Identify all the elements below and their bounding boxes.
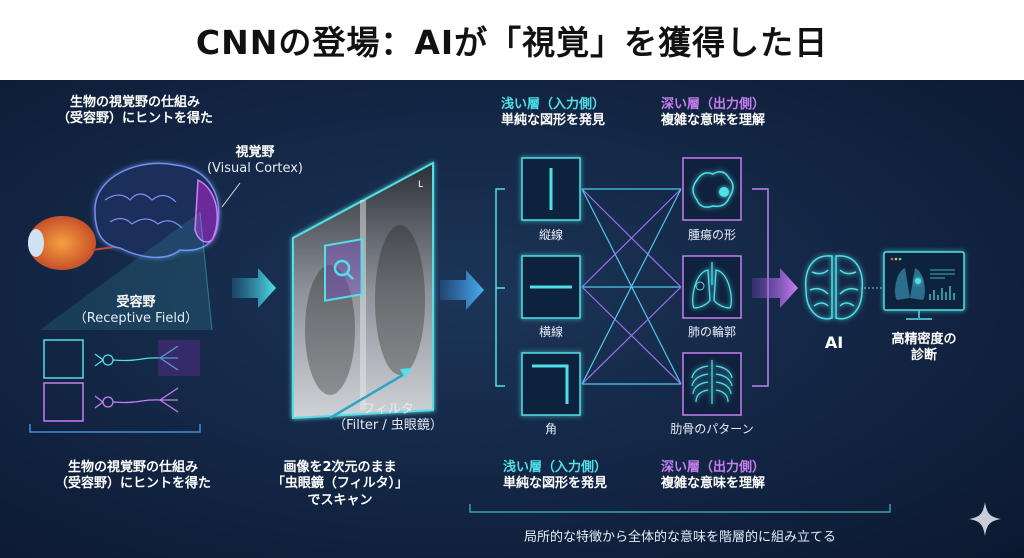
bottom-scan-text: 画像を2次元のまま「虫眼鏡（フィルタ）」でスキャン bbox=[271, 460, 409, 508]
shallow-box-vertical bbox=[521, 157, 581, 221]
connection-line bbox=[581, 286, 682, 385]
ai-label: AI bbox=[824, 333, 844, 352]
connection-line bbox=[581, 188, 682, 288]
filter-label: フィルタ（Filter / 虫眼鏡） bbox=[333, 402, 443, 434]
bottom-hint-text: 生物の視覚野の仕組み（受容野）にヒントを得た bbox=[54, 460, 212, 492]
deep-box-ribs bbox=[682, 352, 742, 416]
bottom-deep-text: 深い層（出力側）複雑な意味を理解 bbox=[660, 460, 766, 492]
feature-label: 角 bbox=[544, 422, 558, 436]
shallow-box-horizontal bbox=[521, 255, 581, 319]
connection-line bbox=[581, 188, 682, 385]
bottom-shallow-text: 浅い層（入力側）単純な図形を発見 bbox=[502, 460, 608, 492]
deep-layer-header: 深い層（出力側）複雑な意味を理解 bbox=[660, 97, 766, 129]
monitor-icon bbox=[883, 251, 965, 320]
neuron-icon bbox=[94, 340, 200, 413]
horizontal-receptor-box bbox=[43, 382, 84, 422]
feature-label: 肺の輪郭 bbox=[687, 325, 737, 339]
arrow-right-icon bbox=[440, 270, 484, 310]
scan-direction-arrow bbox=[329, 370, 409, 420]
feature-label: 腫瘍の形 bbox=[687, 228, 737, 242]
diagram-stage bbox=[0, 80, 1024, 558]
layer-connections bbox=[581, 188, 682, 385]
receptive-field-label: 受容野（Receptive Field） bbox=[73, 295, 199, 327]
magnifier-filter-box bbox=[324, 237, 363, 302]
arrow-right-icon bbox=[752, 268, 798, 308]
shallow-bracket bbox=[495, 188, 505, 387]
sparkle-icon bbox=[969, 502, 1001, 536]
page-title: CNNの登場：AIが「視覚」を獲得した日 bbox=[195, 23, 829, 62]
summary-text: 局所的な特徴から全体的な意味を階層的に組み立てる bbox=[523, 530, 837, 545]
feature-label: 縦線 bbox=[538, 228, 564, 242]
visual-cortex-label: 視覚野(Visual Cortex) bbox=[206, 145, 304, 177]
feature-label: 横線 bbox=[538, 325, 564, 339]
title-bar: CNNの登場：AIが「視覚」を獲得した日 bbox=[0, 0, 1024, 80]
vertical-receptor-box bbox=[43, 339, 84, 379]
diagnosis-label: 高精密度の診断 bbox=[891, 332, 957, 364]
ai-brain-icon bbox=[804, 255, 864, 320]
left-bracket bbox=[29, 424, 201, 433]
feature-label: 肋骨のパターン bbox=[670, 422, 754, 436]
arrow-right-icon bbox=[232, 268, 276, 308]
hint-text: 生物の視覚野の仕組み（受容野）にヒントを得た bbox=[56, 95, 214, 127]
brain-icon bbox=[94, 162, 220, 259]
deep-box-tumor bbox=[682, 157, 742, 221]
shallow-layer-header: 浅い層（入力側）単純な図形を発見 bbox=[500, 97, 606, 129]
summary-bracket bbox=[469, 504, 891, 513]
xray-corner-mark: L bbox=[418, 180, 423, 190]
search-icon bbox=[333, 259, 351, 277]
eye-icon bbox=[28, 216, 131, 270]
receptive-field-cone bbox=[40, 212, 212, 330]
shallow-box-corner bbox=[521, 352, 581, 416]
deep-box-lungs bbox=[682, 255, 742, 319]
